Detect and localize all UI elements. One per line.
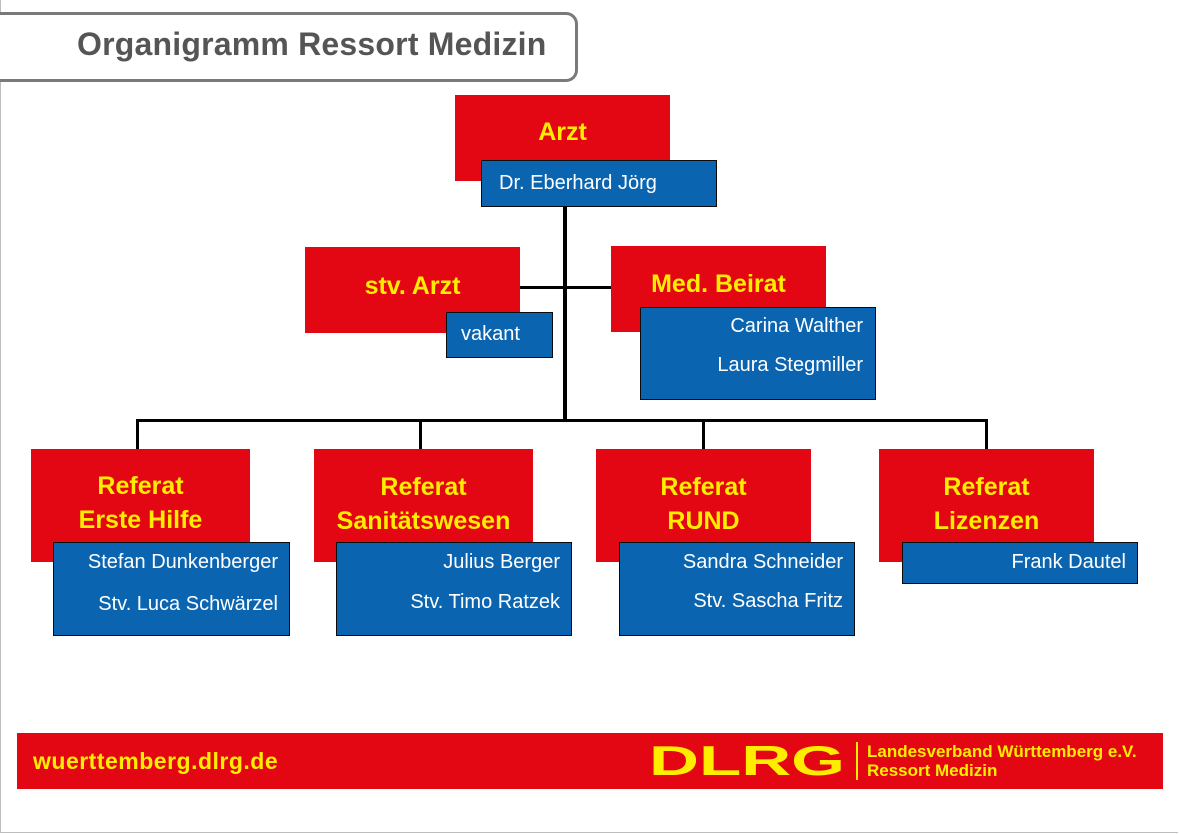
role-label-arzt: Arzt [538, 118, 587, 146]
role-label-stv-arzt: stv. Arzt [364, 272, 461, 300]
name-box-arzt: Dr. Eberhard Jörg [481, 160, 717, 207]
referat-label-lizenzen-line1: Referat [943, 473, 1030, 501]
logo-subline-landesverband: Landesverband Württemberg e.V. [867, 742, 1137, 761]
sanitaetswesen-member-2: Stv. Timo Ratzek [410, 591, 560, 613]
name-box-med-beirat: Carina Walther Laura Stegmiller [640, 307, 876, 400]
connector-drop-1 [136, 419, 139, 449]
referat-label-erste-hilfe-line2: Erste Hilfe [78, 506, 203, 534]
name-box-rund: Sandra Schneider Stv. Sascha Fritz [619, 542, 855, 636]
name-stv-arzt: vakant [461, 323, 520, 345]
connector-drop-3 [702, 419, 705, 449]
name-arzt: Dr. Eberhard Jörg [499, 172, 657, 194]
connector-drop-4 [985, 419, 988, 449]
rund-member-2: Stv. Sascha Fritz [693, 590, 843, 612]
footer-url-link[interactable]: wuerttemberg.dlrg.de [33, 748, 279, 774]
name-box-lizenzen: Frank Dautel [902, 542, 1138, 584]
svg-text:DLRG: DLRG [649, 744, 845, 778]
name-box-stv-arzt: vakant [446, 312, 553, 358]
referat-label-rund-line1: Referat [660, 473, 747, 501]
referat-label-sanitaetswesen-line1: Referat [380, 473, 467, 501]
connector-vertical-main [563, 205, 567, 422]
lizenzen-member-1: Frank Dautel [1011, 551, 1127, 573]
erste-hilfe-member-1: Stefan Dunkenberger [87, 551, 278, 573]
referat-label-erste-hilfe-line1: Referat [97, 472, 184, 500]
referat-label-rund-line2: RUND [667, 507, 740, 535]
connector-drop-2 [419, 419, 422, 449]
beirat-member-2: Laura Stegmiller [717, 354, 863, 376]
rund-member-1: Sandra Schneider [682, 551, 843, 573]
erste-hilfe-member-2: Stv. Luca Schwärzel [98, 593, 278, 615]
logo-subline-ressort: Ressort Medizin [867, 761, 998, 780]
connector-horizontal-referate [136, 419, 988, 422]
role-label-med-beirat: Med. Beirat [651, 270, 786, 298]
sanitaetswesen-member-1: Julius Berger [443, 551, 560, 573]
title-tab [0, 12, 578, 82]
footer-bar: wuerttemberg.dlrg.de DLRG Landesverband … [17, 733, 1163, 789]
connector-horizontal-deputies [519, 286, 612, 289]
beirat-member-1: Carina Walther [730, 315, 863, 337]
logo-separator [856, 742, 858, 780]
dlrg-logo: DLRG [649, 744, 845, 778]
page-title: Organigramm Ressort Medizin [77, 26, 547, 62]
name-box-sanitaetswesen: Julius Berger Stv. Timo Ratzek [336, 542, 572, 636]
referat-label-sanitaetswesen-line2: Sanitätswesen [336, 507, 511, 535]
name-box-erste-hilfe: Stefan Dunkenberger Stv. Luca Schwärzel [53, 542, 290, 636]
referat-label-lizenzen-line2: Lizenzen [933, 507, 1040, 535]
